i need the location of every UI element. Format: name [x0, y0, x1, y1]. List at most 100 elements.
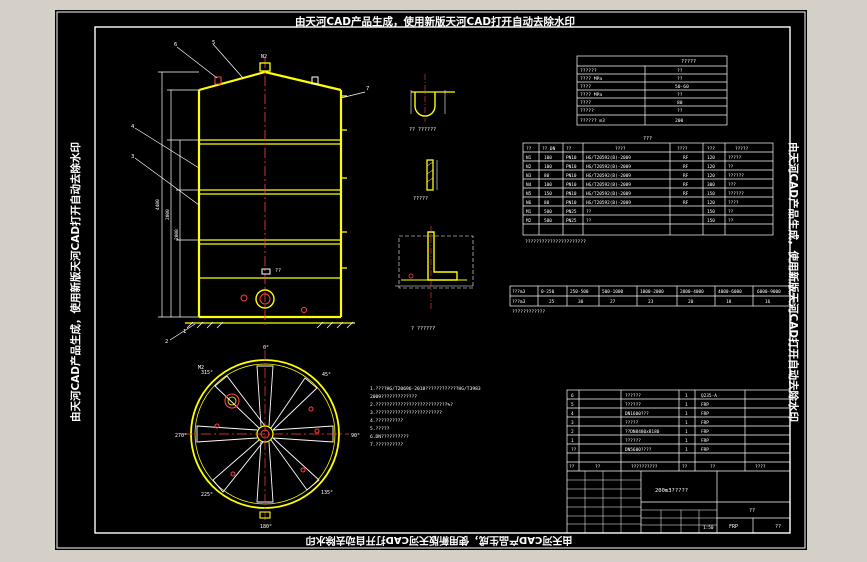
- capacity-table: [509, 285, 794, 307]
- plan-angle-bottom: 180°: [260, 524, 272, 530]
- nozzle-cell: M2: [526, 218, 532, 224]
- plan-nozzle-m2: M2: [198, 365, 204, 371]
- nozzle-cell: HG/T20592(B)-2009: [586, 173, 631, 179]
- nozzle-cell: HG/T20592(B)-2009: [586, 200, 631, 206]
- nozzle-cell: 80: [544, 200, 550, 206]
- svg-text:??: ??: [526, 146, 532, 152]
- bom-cell: 1: [571, 438, 574, 444]
- bom-cell: DN5600????: [625, 447, 652, 453]
- nozzle-cell: ??: [728, 218, 734, 224]
- nozzle-cell: HG/T20592(B)-2009: [586, 182, 631, 188]
- capacity-header-cell: 250-500: [570, 289, 589, 295]
- nozzle-cell: RF: [683, 182, 689, 188]
- nozzle-cell: PN10: [566, 200, 577, 206]
- design-table-title: ?????: [681, 59, 696, 65]
- dim-section-1: 2000: [165, 209, 171, 220]
- title-block-sheet: ??: [775, 524, 781, 530]
- nozzle-cell: HG/T20592(B)-2009: [586, 191, 631, 197]
- plan-angle-45: 45°: [322, 372, 331, 378]
- nozzle-cell: RF: [683, 155, 689, 161]
- capacity-value-cell: 25: [549, 299, 555, 305]
- note-line: 2009?????????????: [370, 394, 417, 400]
- dim-total: 4400: [155, 199, 161, 210]
- detail-bottom-label: ? ??????: [411, 326, 435, 332]
- nozzle-cell: 100: [544, 182, 552, 188]
- svg-text:??????????: ??????????: [631, 464, 658, 470]
- nozzle-cell: PN10: [566, 173, 577, 179]
- bom-cell: 1: [685, 429, 688, 435]
- nozzle-cell: ?????: [728, 155, 742, 161]
- nozzle-table: [522, 142, 774, 236]
- part-label-1: 1: [183, 329, 186, 335]
- nozzle-cell: N4: [526, 182, 532, 188]
- svg-text:?????? m3: ?????? m3: [580, 118, 605, 124]
- nozzle-cell: HG/T20592(B)-2009: [586, 155, 631, 161]
- capacity-value-cell: ???m3: [512, 299, 526, 305]
- capacity-table-note: ????????????: [512, 309, 545, 315]
- sheet-inner-border: [94, 26, 791, 534]
- title-block-drawing-name: 200m3?????: [655, 488, 688, 494]
- capacity-value-cell: 23: [648, 299, 654, 305]
- cad-drawing-viewport[interactable]: 由天河CAD产品生成，使用新版天河CAD打开自动去除水印 由天河CAD产品生成，…: [55, 10, 807, 550]
- svg-text:???? MPa: ???? MPa: [580, 92, 602, 98]
- nozzle-cell: N2: [526, 164, 532, 170]
- title-block-material: FRP: [729, 524, 738, 530]
- part-label-7: 7: [366, 86, 369, 92]
- capacity-header-cell: ???m3: [512, 289, 526, 295]
- nozzle-cell: 120: [707, 164, 715, 170]
- nozzle-cell: ??: [728, 164, 734, 170]
- bom-table: [566, 389, 791, 534]
- capacity-header-cell: 4000-6000: [718, 289, 742, 295]
- sheet-outer-border: [56, 11, 806, 549]
- nozzle-cell: 120: [707, 173, 715, 179]
- capacity-header-cell: 1000-2000: [640, 289, 664, 295]
- watermark-right: 由天河CAD产品生成，使用新版天河CAD打开自动去除水印: [787, 142, 800, 422]
- nozzle-cell: PN10: [566, 191, 577, 197]
- watermark-top: 由天河CAD产品生成，使用新版天河CAD打开自动去除水印: [295, 15, 575, 28]
- bom-cell: FRP: [701, 411, 709, 417]
- svg-text:??: ??: [710, 464, 716, 470]
- nozzle-cell: 150: [544, 191, 552, 197]
- nozzle-cell: ???: [728, 182, 736, 188]
- svg-text:?????: ?????: [735, 146, 749, 152]
- capacity-value-cell: 18: [726, 299, 732, 305]
- bom-cell: 4: [571, 411, 574, 417]
- bom-cell: 1: [685, 447, 688, 453]
- bom-cell: 5: [571, 402, 574, 408]
- nozzle-cell: ????: [728, 200, 739, 206]
- svg-text:??: ??: [677, 68, 683, 74]
- svg-text:?????: ?????: [580, 108, 594, 114]
- nozzle-cell: PN10: [566, 164, 577, 170]
- nozzle-cell: RF: [683, 191, 689, 197]
- part-label-5: 5: [212, 40, 215, 46]
- technical-notes: 1.????HG/T20696-2018????????????HG/T3983…: [370, 386, 481, 448]
- watermark-bottom: 由天河CAD产品生成，使用新版天河CAD打开自动去除水印: [306, 534, 573, 547]
- plan-angle-left: 270°: [175, 433, 187, 439]
- nozzle-cell: ??: [586, 218, 592, 224]
- svg-text:??: ??: [677, 76, 683, 82]
- title-block-doc-code: ??: [749, 508, 755, 514]
- nozzle-cell: ??: [728, 209, 734, 215]
- bom-cell: ??DN8480x8180: [625, 429, 660, 435]
- svg-text:????: ????: [580, 84, 591, 90]
- capacity-value-cell: 30: [578, 299, 584, 305]
- capacity-value-cell: 20: [688, 299, 694, 305]
- nozzle-table-note: ??????????????????????: [525, 239, 586, 245]
- bom-cell: ??????: [625, 438, 641, 444]
- capacity-value-cell: 16: [765, 299, 771, 305]
- svg-text:??: ??: [566, 146, 572, 152]
- bom-cell: 1: [685, 420, 688, 426]
- note-line: 4.??????????: [370, 418, 403, 424]
- svg-text:????: ????: [615, 146, 626, 152]
- nozzle-cell: 80: [544, 173, 550, 179]
- part-label-2: 2: [165, 339, 168, 345]
- nozzle-cell: 500: [544, 218, 552, 224]
- bom-cell: 1: [685, 438, 688, 444]
- bom-cell: FRP: [701, 447, 709, 453]
- nozzle-cell: PN25: [566, 209, 577, 215]
- svg-text:??: ??: [677, 92, 683, 98]
- nozzle-cell: RF: [683, 164, 689, 170]
